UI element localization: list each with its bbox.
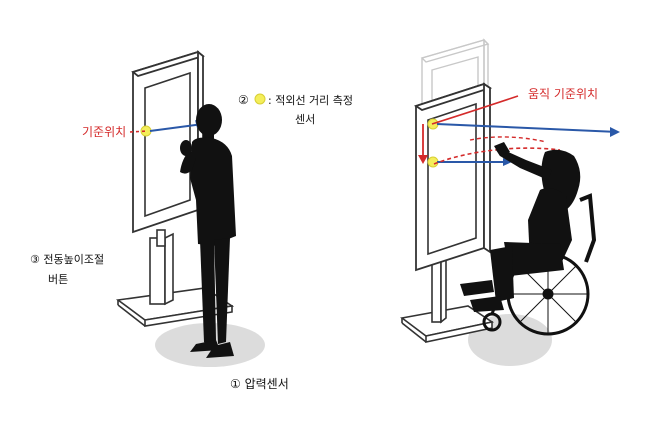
label-sensor-line2: 센서 bbox=[295, 113, 315, 126]
sensor-arrow-left bbox=[149, 123, 204, 132]
label-pressure-sensor: ① 압력센서 bbox=[230, 377, 289, 391]
reference-curve-upper bbox=[431, 95, 519, 125]
kiosk-body-right bbox=[413, 82, 493, 272]
label-button-line2: 버튼 bbox=[48, 273, 68, 286]
standing-person-silhouette bbox=[180, 104, 236, 358]
sensor-dot-right-lower bbox=[427, 156, 439, 168]
sensor-arrow-right-upper bbox=[436, 123, 619, 133]
label-sensor-marker: ② bbox=[238, 93, 249, 107]
label-reference-position-left: 기준위치 bbox=[82, 125, 126, 139]
left-scene: 기준위치 ② : 적외선 거리 측정 센서 ③ 전동높이조절 버튼 ① 압력센서 bbox=[30, 50, 353, 391]
reference-curve-dashed-2 bbox=[469, 136, 547, 143]
label-button-line1: ③ 전동높이조절 bbox=[30, 253, 104, 266]
label-reference-position-right: 움직 기준위치 bbox=[528, 87, 598, 101]
kiosk-stand-right bbox=[431, 257, 447, 324]
label-sensor-line1: : 적외선 거리 측정 bbox=[268, 94, 353, 107]
seated-person-silhouette bbox=[460, 142, 581, 312]
kiosk-base-right bbox=[400, 305, 495, 343]
right-scene: 움직 기준위치 bbox=[400, 38, 620, 366]
reference-curve-dashed bbox=[433, 147, 561, 165]
sensor-legend-dot bbox=[254, 93, 266, 105]
kiosk-stand-left bbox=[149, 229, 174, 306]
